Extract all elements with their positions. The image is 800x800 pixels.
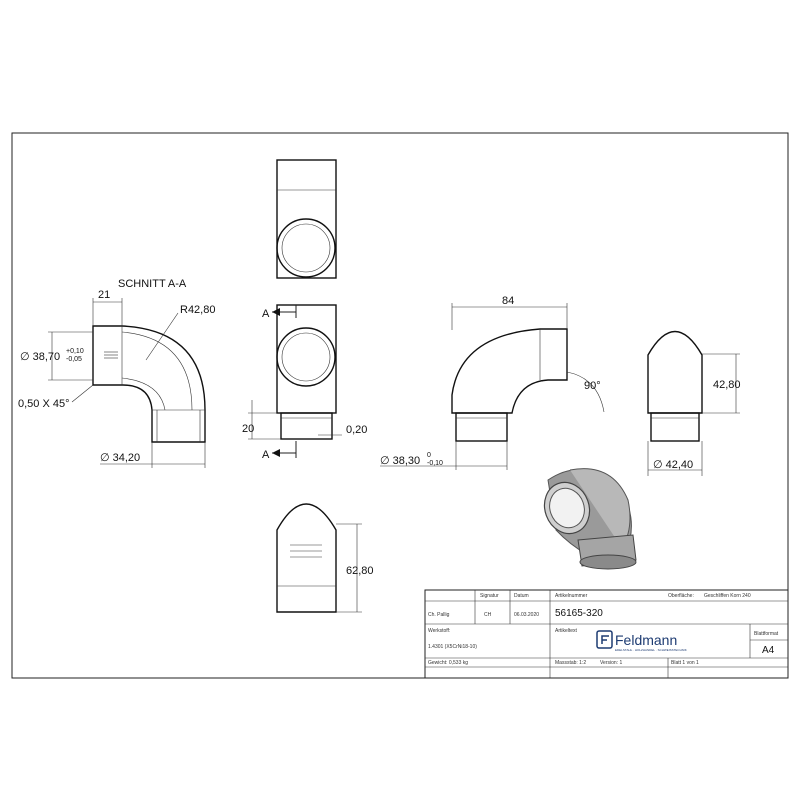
dim-020: 0,20 [346, 424, 367, 436]
dim-d4240: ∅ 42,40 [653, 459, 693, 471]
section-marker-top: A [262, 308, 270, 320]
tb-massstab: Massstab: 1:2 [555, 660, 586, 666]
dim-90deg: 90° [584, 380, 601, 392]
tb-brand-tagline: EDELSTAHL · HOLZHANDEL · SCHWEISSTECHNIK [615, 648, 687, 652]
dim-d3870: ∅ 38,70 [20, 351, 60, 363]
dim-r4280: R42,80 [180, 304, 215, 316]
top-view [276, 159, 337, 279]
dim-d3420: ∅ 34,20 [100, 452, 140, 464]
front-view: A A 20 0,20 [242, 304, 367, 461]
tb-brand: Feldmann [615, 632, 677, 648]
dim-21: 21 [98, 289, 110, 301]
tb-h-artikel: Artikelnummer [555, 593, 588, 599]
tb-h-werkstoff: Werkstoff: [428, 628, 450, 634]
dim-d3830: ∅ 38,30 [380, 455, 420, 467]
dim-6280: 62,80 [346, 565, 374, 577]
dim-84: 84 [502, 295, 514, 307]
tb-h-blattformat: Blattformat [754, 631, 779, 637]
tb-werkstoff-value: 1.4301 (X5CrNi18-10) [428, 644, 477, 650]
tb-datum: 06.03.2020 [514, 612, 539, 618]
tb-oberflaeche-value: Geschliffen Korn 240 [704, 593, 751, 599]
tb-name: Ch. Pallig [428, 612, 450, 618]
title-block: Signatur Datum Artikelnummer Oberfläche:… [424, 589, 789, 679]
iso-view [543, 468, 637, 570]
tol2-up: 0 [427, 452, 431, 459]
section-view: SCHNITT A-A 21 R42,80 ∅ 38,70 +0,10 -0,0… [18, 278, 215, 468]
feldmann-logo: Feldmann EDELSTAHL · HOLZHANDEL · SCHWEI… [596, 630, 687, 652]
tb-signatur: CH [484, 612, 492, 618]
bottom-view: 62,80 [276, 503, 374, 613]
dim-4280: 42,80 [713, 379, 741, 391]
tb-article-number: 56165-320 [555, 608, 603, 619]
tol2-lo: -0,10 [427, 460, 443, 467]
tb-blatt: Blatt 1 von 1 [671, 660, 699, 666]
tol1-up: +0,10 [66, 348, 84, 355]
tb-h-signatur: Signatur [480, 593, 499, 599]
tb-h-datum: Datum [514, 593, 529, 599]
tb-blattformat: A4 [762, 645, 775, 656]
tb-h-oberflaeche: Oberfläche: [668, 593, 694, 599]
right-view: 42,80 ∅ 42,40 [647, 330, 741, 476]
tb-gewicht: Gewicht: 0,533 kg [428, 660, 468, 666]
section-marker-bottom: A [262, 449, 270, 461]
tb-version: Version: 1 [600, 660, 622, 666]
dim-20: 20 [242, 423, 254, 435]
drawing-border [11, 132, 789, 679]
tb-h-artikeltext: Artikeltext [555, 628, 578, 634]
tol1-lo: -0,05 [66, 356, 82, 363]
section-label: SCHNITT A-A [118, 278, 187, 290]
side-view: 84 90° ∅ 38,30 0 -0,10 [380, 295, 605, 470]
dim-chamfer: 0,50 X 45° [18, 398, 70, 410]
